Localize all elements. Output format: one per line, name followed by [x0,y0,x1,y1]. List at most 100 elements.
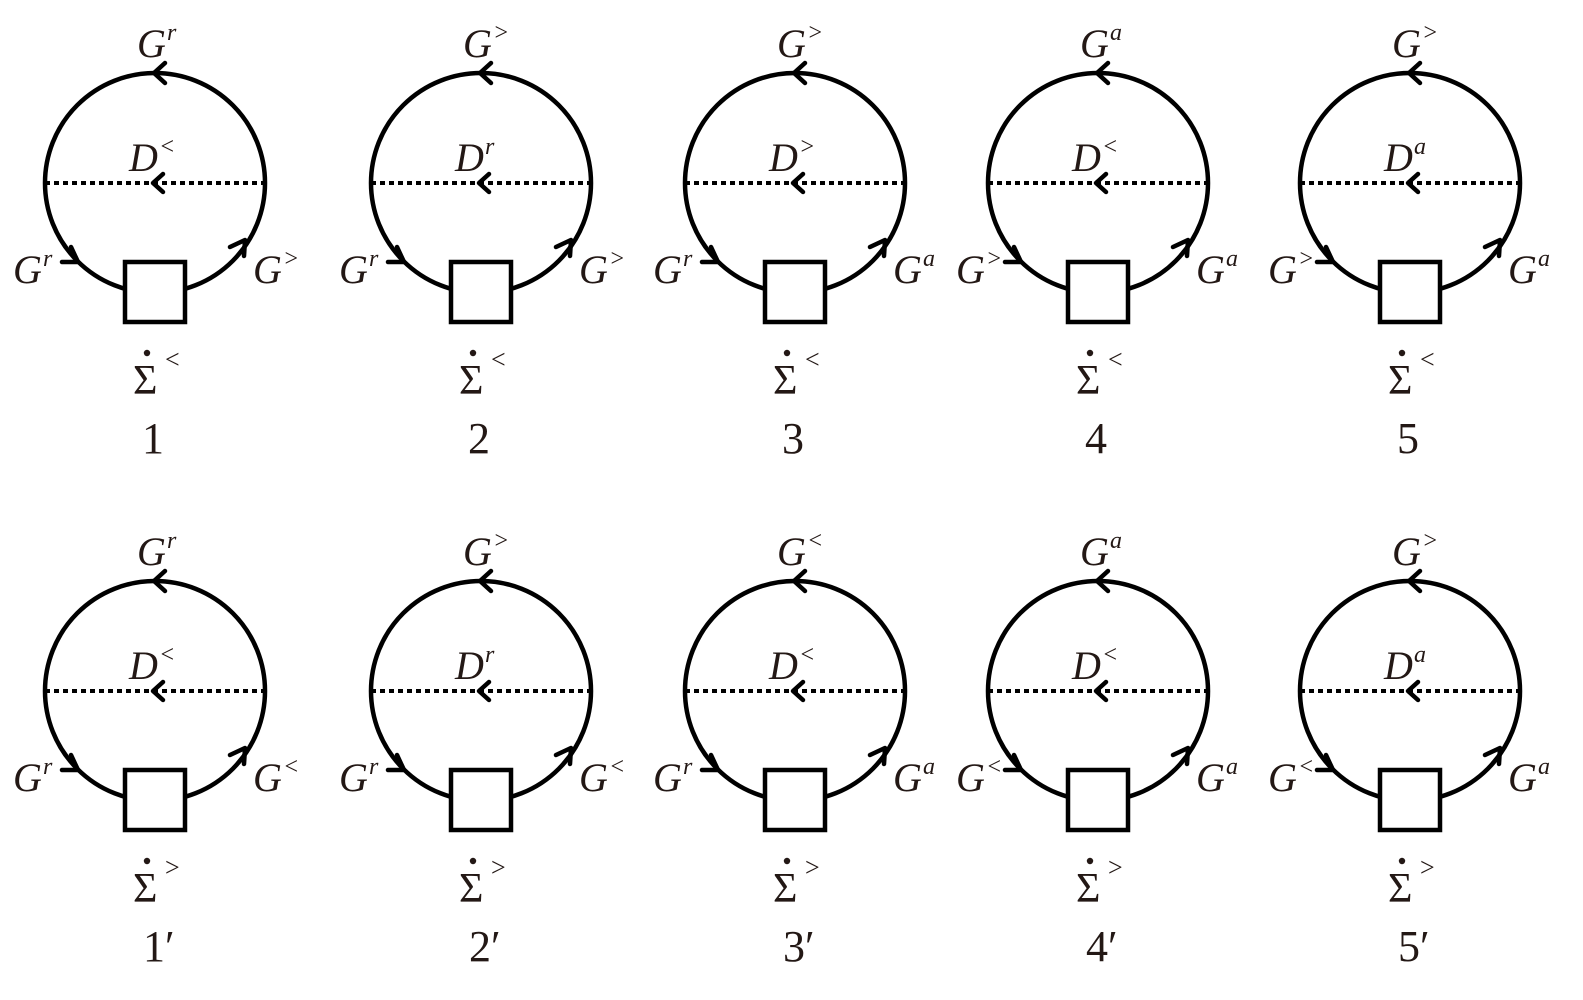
phonon-propagator-label-superscript: < [1102,642,1118,668]
phonon-propagator-label-superscript: r [485,134,495,160]
top-propagator-label-superscript: > [1422,528,1438,554]
left-propagator-label-symbol: G [956,247,985,292]
phonon-propagator-label-superscript: a [1414,134,1426,160]
sigma-symbol: Σ [1076,358,1100,404]
sigma-symbol: Σ [773,358,797,404]
sigma-superscript: < [1420,345,1435,374]
top-arrow-icon [151,568,168,594]
phonon-arrow-icon [1405,171,1421,195]
self-energy-label: Σ< [1388,345,1435,404]
top-arrow-icon [791,568,808,594]
top-propagator-label-symbol: G [1080,21,1109,66]
left-arrow-icon [699,244,721,265]
top-propagator-label-superscript: > [1422,20,1438,46]
self-energy-vertex-box [448,259,514,325]
self-energy-vertex-box [1377,767,1443,833]
right-arrow-icon [227,237,248,259]
self-energy-vertex-box [122,259,188,325]
phonon-propagator-label-superscript: < [159,642,175,668]
phonon-propagator-label: D< [128,642,175,688]
phonon-propagator-label-superscript: > [799,134,815,160]
top-propagator-label-symbol: G [137,529,166,574]
left-propagator-label-superscript: r [683,246,693,272]
right-arrow-icon [867,237,888,259]
diagram-number: 2′ [469,922,501,971]
phonon-arrow-icon [150,171,166,195]
left-propagator-label-symbol: G [13,755,42,800]
left-propagator-label-symbol: G [339,247,368,292]
top-propagator-label-symbol: G [777,21,806,66]
diagram-number: 4 [1085,414,1107,463]
sigma-symbol: Σ [1388,358,1412,404]
time-derivative-dot-icon [1398,857,1406,865]
right-propagator-label-symbol: G [1196,247,1225,292]
right-propagator-label-superscript: > [609,246,625,272]
right-propagator-label-symbol: G [893,247,922,292]
phonon-propagator-label-superscript: a [1414,642,1426,668]
time-derivative-dot-icon [1086,857,1094,865]
top-propagator-label-superscript: a [1110,528,1122,554]
left-propagator-label-superscript: r [43,246,53,272]
sigma-symbol: Σ [1076,866,1100,912]
right-propagator-label-symbol: G [253,247,282,292]
self-energy-vertex-box [762,259,828,325]
top-propagator-label-superscript: > [807,20,823,46]
top-arrow-icon [1406,60,1423,86]
sigma-superscript: < [491,345,506,374]
top-propagator-label-superscript: a [1110,20,1122,46]
phonon-propagator-label-symbol: D [454,643,484,688]
sigma-symbol: Σ [133,358,157,404]
left-propagator-label-superscript: < [1298,754,1314,780]
phonon-propagator-label-symbol: D [128,135,158,180]
top-propagator-label: G> [1392,20,1438,66]
top-arrow-icon [477,568,494,594]
right-propagator-label: G< [579,754,625,800]
top-propagator-label: G> [1392,528,1438,574]
sigma-symbol: Σ [773,866,797,912]
time-derivative-dot-icon [143,857,151,865]
left-propagator-label-superscript: r [43,754,53,780]
right-propagator-label-symbol: G [893,755,922,800]
left-arrow-icon [1002,244,1024,265]
sigma-superscript: > [165,853,180,882]
self-energy-vertex-box [1065,259,1131,325]
top-arrow-icon [1094,568,1111,594]
sigma-symbol: Σ [133,866,157,912]
top-propagator-label: G> [463,20,509,66]
right-arrow-icon [867,745,888,767]
right-arrow-icon [1170,745,1191,767]
right-propagator-label-superscript: a [1538,246,1550,272]
right-propagator-label: G> [579,246,625,292]
phonon-propagator-label: D< [1071,134,1118,180]
top-propagator-label: G> [777,20,823,66]
diagram-number: 2 [468,414,490,463]
time-derivative-dot-icon [469,857,477,865]
phonon-propagator-label-superscript: r [485,642,495,668]
phonon-arrow-icon [1405,679,1421,703]
left-propagator-label-superscript: r [683,754,693,780]
self-energy-label: Σ> [1388,853,1435,912]
left-propagator-label-superscript: > [986,246,1002,272]
top-propagator-label: G> [463,528,509,574]
left-propagator-label-symbol: G [339,755,368,800]
sigma-superscript: > [805,853,820,882]
self-energy-label: Σ< [773,345,820,404]
sigma-superscript: < [805,345,820,374]
phonon-propagator-label-superscript: < [799,642,815,668]
phonon-propagator-label-symbol: D [128,643,158,688]
